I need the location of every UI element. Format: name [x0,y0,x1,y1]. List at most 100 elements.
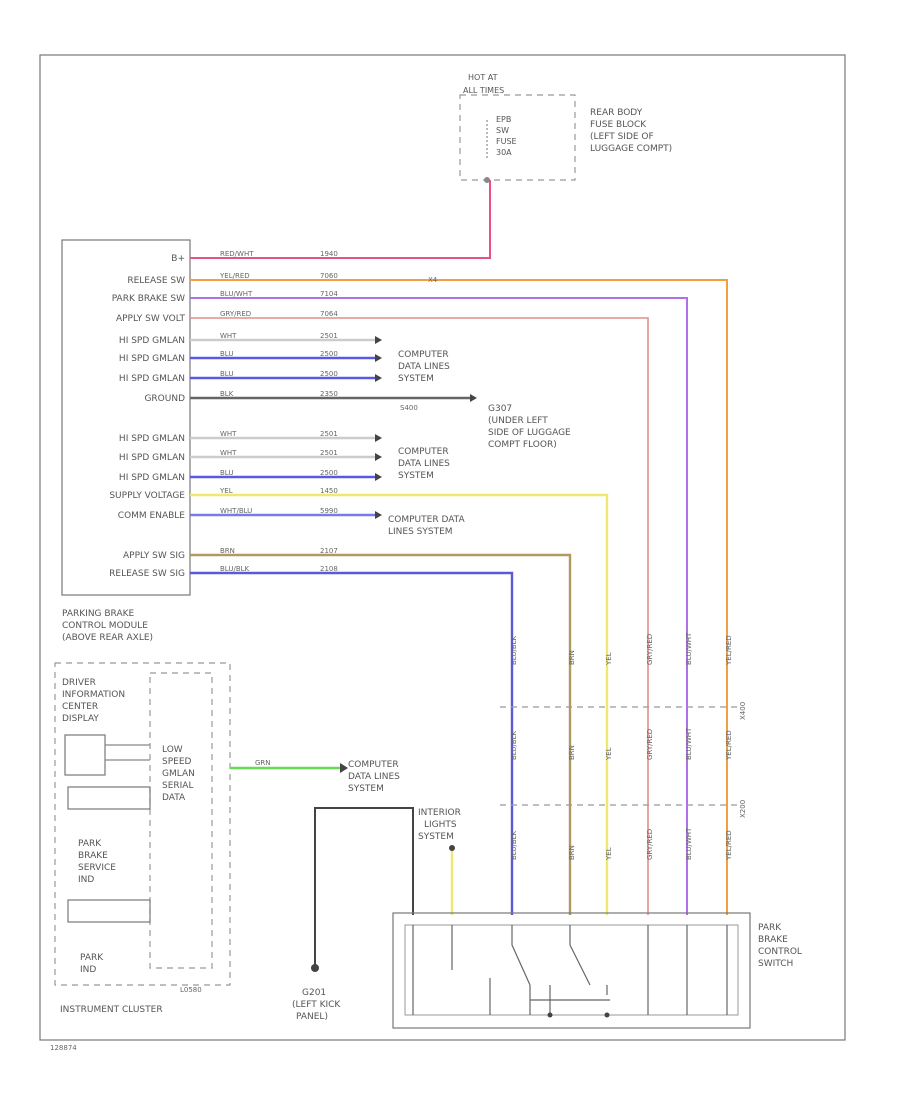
module-pin-label: HI SPD GMLAN [119,453,185,463]
wire-color-label: BRN [568,845,576,860]
wire-color-label: BLU [220,350,233,358]
module-pin-labels: B+ RELEASE SW PARK BRAKE SW APPLY SW VOLT HI… [109,254,185,579]
wire-apply-sw-sig-run [190,553,572,915]
wire-color-label: BLU/BLK [510,635,518,665]
service-ind-label: SERVICE [78,863,116,873]
ground-kick-label: G201 [302,988,326,998]
module-pin-label: B+ [171,254,185,264]
instrument-cluster: DRIVER INFORMATION CENTER DISPLAY PARK B… [54,662,400,1015]
wire-circuit-label: 7104 [320,290,338,298]
wire-circuit-label: 2500 [320,350,338,358]
arrow-icon [375,354,382,362]
ground-wire [314,807,414,965]
ground-kick-panel: G201 (LEFT KICK PANEL) INTERIOR LIGHTS S… [292,807,461,1022]
wire-color-label: BRN [568,650,576,665]
wire-release-sw-sig-run [190,571,514,915]
wire-circuit-label: 1940 [320,250,338,258]
cdl-label: DATA LINES [398,459,450,469]
wire-color-label: YEL/RED [725,730,733,761]
module-pin-label: GROUND [144,394,185,404]
wire-color-label: BLU/WHT [220,290,253,298]
module-pin-label: HI SPD GMLAN [119,354,185,364]
park-ind-label: IND [80,965,96,975]
wire-color-label: WHT [220,430,237,438]
connector-dot [449,845,455,851]
wire-circuit-label: 7064 [320,310,338,318]
service-ind-label: BRAKE [78,851,108,861]
module-pin-label: RELEASE SW [127,276,185,286]
wire-circuit-label: 2501 [320,332,338,340]
interior-label: LIGHTS [424,820,457,830]
fuse-block: HOT AT ALL TIMES EPB SW FUSE 30A REAR BO… [459,73,672,183]
module-pin-label: RELEASE SW SIG [109,569,185,579]
fuse-terminal [484,177,490,183]
park-ind-label: PARK [80,953,104,963]
destinations: COMPUTER DATA LINES SYSTEM COMPUTER DATA… [388,276,571,537]
arrow-icon [375,473,382,481]
lsgm-label: LOW [162,745,183,755]
cdl-label: COMPUTER [398,350,449,360]
module-pin-label: PARK BRAKE SW [112,294,185,304]
module-name: PARKING BRAKE [62,609,135,619]
wire-color-label: WHT/BLU [220,507,252,515]
cdl-label: SYSTEM [398,471,434,481]
fuse-label: FUSE [496,137,517,146]
wire-color-label: GRY/RED [646,729,654,760]
switch-outer-box [392,912,751,1029]
wire-color-label: BLU/BLK [510,830,518,860]
switch-label: CONTROL [758,947,802,957]
wire-circuit-label: 5990 [320,507,338,515]
wire-circuit-label: 2501 [320,430,338,438]
dic-label: CENTER [62,702,98,712]
wire-b-plus-run [190,180,491,259]
cdl-label: LINES SYSTEM [388,527,453,537]
wire-color-label: BRN [568,745,576,760]
lsgm-label: GMLAN [162,769,195,779]
outer-frame [39,54,846,1041]
wire-release-sw-run [190,279,728,915]
wire-circuit-label: 1450 [320,487,338,495]
module-pin-label: APPLY SW VOLT [116,314,186,324]
switch-internals [412,925,728,1015]
cluster-inner-outline [149,672,213,969]
wire-color-label: BLU/BLK [510,730,518,760]
wire-park-brake-sw-run [190,297,688,915]
arrow-icon [340,763,348,773]
diagram-code: 128874 [50,1044,77,1052]
cluster-outline [54,662,231,986]
ground-label: SIDE OF LUGGAGE [488,428,571,438]
wire-color-label: YEL/RED [725,635,733,666]
cdl-label: SYSTEM [398,374,434,384]
arrow-icon [375,374,382,382]
module-name: (ABOVE REAR AXLE) [62,633,153,643]
fuse-label: SW [496,126,509,135]
wire-color-label: BRN [220,547,235,555]
wire-color-label: YEL [605,747,613,761]
service-ind-label: PARK [78,839,102,849]
switch-label: PARK [758,923,782,933]
wire-color-label: YEL/RED [219,272,250,280]
wire-supply-voltage-run [190,493,609,915]
wire-circuit-label: 7060 [320,272,338,280]
cdl-label: DATA LINES [398,362,450,372]
ground-label: (UNDER LEFT [488,416,548,426]
all-times-label: ALL TIMES [463,86,504,95]
lsgm-label: DATA [162,793,186,803]
module-name: CONTROL MODULE [62,621,148,631]
parking-brake-module-box [61,239,191,596]
dic-label: DRIVER [62,678,96,688]
splice-label: S400 [400,404,418,412]
wire-color-label: GRY/RED [646,829,654,860]
switch-label: SWITCH [758,959,793,969]
wire-circuit-label: 2350 [320,390,338,398]
cdl-label: COMPUTER DATA [388,515,465,525]
dic-display-box [64,734,106,776]
arrow-icon [470,394,477,402]
module-pin-label: HI SPD GMLAN [119,434,185,444]
arrow-icon [375,453,382,461]
wire-color-label: BLU/WHT [685,632,693,665]
inline-connector-label: X200 [739,800,747,818]
splice-label: X4 [428,276,438,284]
cdl-label: COMPUTER [348,760,399,770]
